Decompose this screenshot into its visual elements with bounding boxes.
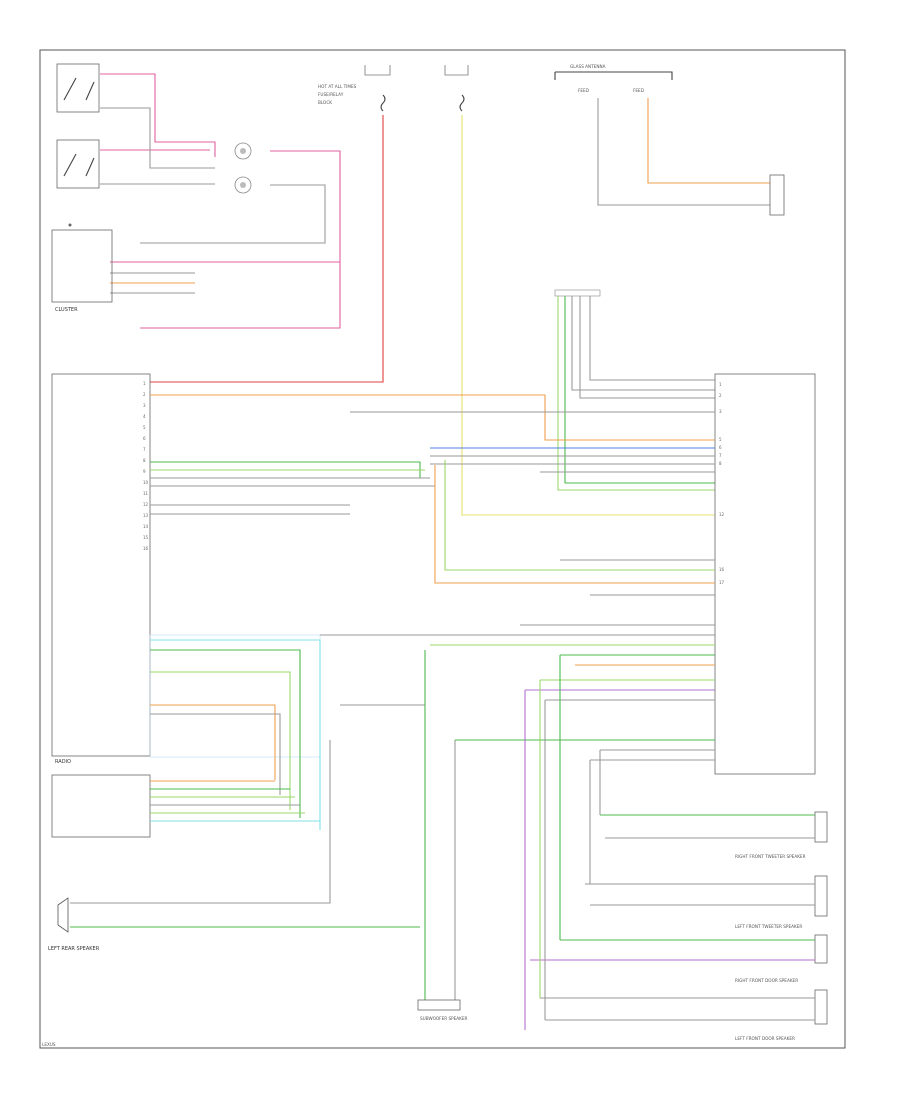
compass-box [51, 774, 151, 838]
svg-text:2: 2 [143, 392, 146, 397]
glass-antenna: GLASS ANTENNA FEED FEED [554, 64, 785, 216]
subwoofer-speaker: SUBWOOFER SPEAKER [417, 650, 468, 1021]
svg-text:GLASS ANTENNA: GLASS ANTENNA [570, 64, 606, 69]
harness-connector-top [554, 289, 715, 491]
clockspring [234, 142, 252, 194]
cluster-label: CLUSTER [55, 307, 78, 313]
svg-text:14: 14 [143, 524, 149, 529]
fuse-block: HOT AT ALL TIMES FUSE/RELAY BLOCK [318, 65, 469, 112]
svg-text:LEFT FRONT TWEETER SPEAKER: LEFT FRONT TWEETER SPEAKER [735, 924, 802, 929]
left-rear-speaker: LEFT REAR SPEAKER [48, 740, 420, 952]
svg-text:12: 12 [143, 502, 149, 507]
svg-text:12: 12 [719, 512, 725, 517]
svg-text:3: 3 [143, 403, 146, 408]
svg-text:10: 10 [143, 480, 149, 485]
svg-text:1: 1 [143, 381, 146, 386]
svg-text:HOT AT ALL TIMES: HOT AT ALL TIMES [318, 84, 357, 89]
svg-text:6: 6 [143, 436, 146, 441]
svg-text:FEED: FEED [633, 88, 644, 93]
svg-text:7: 7 [719, 453, 722, 458]
svg-text:FUSE/RELAY: FUSE/RELAY [318, 92, 344, 97]
cluster-box [51, 229, 113, 303]
svg-text:5: 5 [719, 437, 722, 442]
svg-text:6: 6 [719, 445, 722, 450]
svg-text:16: 16 [719, 567, 725, 572]
radio-box [51, 373, 151, 757]
svg-text:3: 3 [719, 409, 722, 414]
right-front-tweeter: RIGHT FRONT TWEETER SPEAKER [600, 811, 828, 859]
left-front-door: LEFT FRONT DOOR SPEAKER [540, 989, 828, 1041]
brand-footer: LEXUS [42, 1042, 56, 1047]
svg-text:7: 7 [143, 447, 146, 452]
amplifier-box [714, 373, 816, 775]
left-front-tweeter: LEFT FRONT TWEETER SPEAKER [585, 875, 828, 929]
svg-text:8: 8 [719, 461, 722, 466]
svg-text:8: 8 [143, 458, 146, 463]
svg-text:LEFT REAR SPEAKER: LEFT REAR SPEAKER [48, 946, 100, 952]
svg-text:11: 11 [143, 491, 149, 496]
radio-label: RADIO [55, 759, 71, 765]
svg-text:16: 16 [143, 546, 149, 551]
svg-text:2: 2 [719, 393, 722, 398]
radio-pins: 1 2 3 4 5 6 7 8 9 10 11 12 13 14 15 16 [143, 381, 149, 551]
svg-text:5: 5 [143, 425, 146, 430]
svg-text:RIGHT FRONT TWEETER SPEAKER: RIGHT FRONT TWEETER SPEAKER [735, 854, 806, 859]
svg-text:RIGHT FRONT DOOR SPEAKER: RIGHT FRONT DOOR SPEAKER [735, 978, 798, 983]
svg-text:15: 15 [143, 535, 149, 540]
svg-text:13: 13 [143, 513, 149, 518]
svg-text:1: 1 [719, 382, 722, 387]
svg-text:4: 4 [143, 414, 146, 419]
svg-text:FEED: FEED [578, 88, 589, 93]
diagram-frame [39, 49, 846, 1049]
svg-text:17: 17 [719, 580, 725, 585]
amp-pins: 1 2 3 5 6 7 8 12 16 17 [719, 382, 725, 585]
right-front-door: RIGHT FRONT DOOR SPEAKER [530, 934, 828, 983]
svg-text:LEFT FRONT DOOR SPEAKER: LEFT FRONT DOOR SPEAKER [735, 1036, 795, 1041]
svg-text:BLOCK: BLOCK [318, 100, 332, 105]
svg-text:SUBWOOFER SPEAKER: SUBWOOFER SPEAKER [420, 1016, 468, 1021]
svg-text:9: 9 [143, 469, 146, 474]
steering-switches [56, 63, 100, 227]
